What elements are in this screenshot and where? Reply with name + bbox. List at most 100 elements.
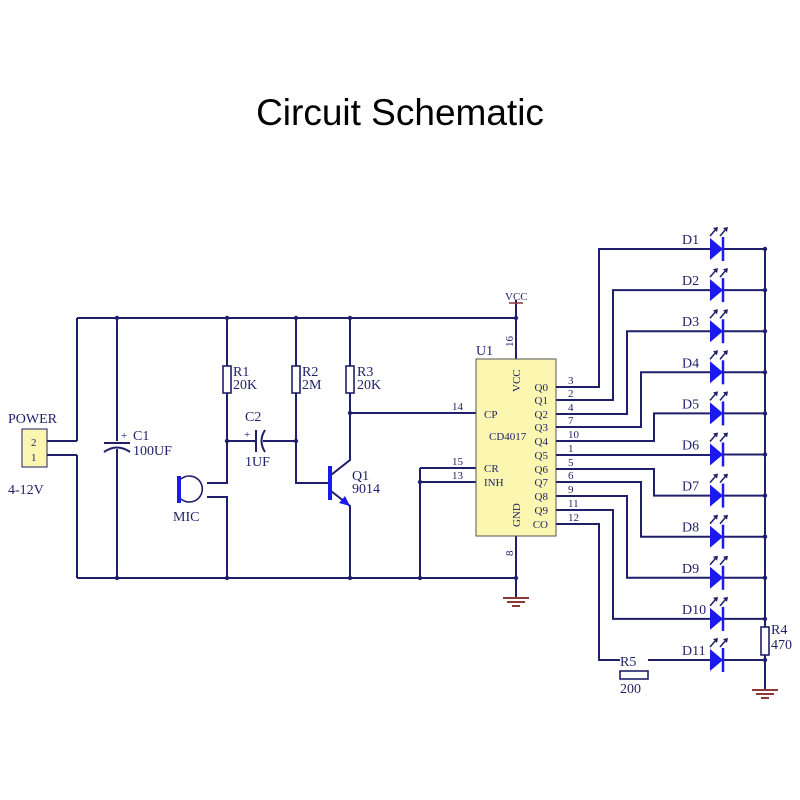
junction — [762, 287, 768, 293]
wires — [47, 249, 766, 690]
r1-ref: R1 — [233, 365, 249, 380]
led-triangle — [710, 566, 723, 589]
pin-14-number: 14 — [452, 401, 464, 413]
q1-ref: Q1 — [352, 469, 369, 484]
c1-polarity: + — [121, 430, 127, 442]
led-d7: D7 — [682, 473, 728, 508]
output-pin-label: Q2 — [535, 409, 548, 421]
output-pin-number: 2 — [568, 388, 574, 400]
led-d9: D9 — [682, 555, 728, 590]
output-pin-number: 11 — [568, 498, 579, 510]
light-arrow-icon — [719, 392, 727, 401]
light-arrow-icon — [719, 228, 727, 237]
light-arrowhead-icon — [713, 555, 718, 561]
light-arrow-icon — [709, 434, 717, 442]
output-pin-label: Q6 — [535, 464, 549, 476]
led-d6: D6 — [682, 432, 728, 467]
light-arrow-icon — [719, 516, 727, 525]
light-arrowhead-icon — [723, 268, 728, 274]
led-triangle — [710, 361, 723, 384]
cr-label: CR — [484, 463, 499, 475]
led-label: D8 — [682, 521, 699, 536]
led-label: D9 — [682, 562, 699, 577]
light-arrowhead-icon — [723, 638, 728, 643]
resistor-r2: R2 2M — [291, 365, 322, 394]
r4-value: 470 — [771, 638, 792, 653]
transistor-q1: Q1 9014 — [328, 466, 380, 506]
led-label: D2 — [682, 274, 699, 289]
junction — [762, 452, 768, 457]
led-label: D1 — [682, 233, 699, 248]
r5-value: 200 — [620, 682, 641, 697]
led-d8: D8 — [682, 514, 728, 549]
output-pin-label: Q7 — [535, 477, 549, 489]
output-pin-label: Q8 — [535, 491, 549, 503]
u1-gnd-pin-label: GND — [511, 503, 523, 527]
led-triangle — [710, 525, 723, 548]
u1-vcc-pin-label: VCC — [511, 369, 523, 392]
pin-16-number: 16 — [504, 336, 516, 348]
light-arrow-icon — [709, 310, 717, 319]
led-triangle — [710, 607, 723, 630]
junction — [762, 329, 768, 334]
output-pin-label: Q4 — [535, 436, 549, 448]
junction — [762, 657, 768, 663]
output-wire — [556, 330, 765, 415]
power-pin-2: 2 — [31, 437, 37, 449]
output-q7: Q7 6D8 — [535, 470, 768, 549]
output-wire — [556, 481, 765, 538]
u1-ref: U1 — [476, 344, 493, 359]
led-d1: D1 — [682, 227, 728, 261]
output-pin-number: 12 — [568, 512, 579, 524]
led-triangle — [710, 443, 723, 466]
junction — [762, 575, 768, 580]
output-pin-number: 6 — [568, 470, 574, 482]
led-d3: D3 — [682, 309, 728, 344]
c1-ref: C1 — [133, 429, 149, 444]
led-label: D7 — [682, 480, 699, 495]
led-triangle — [710, 649, 723, 671]
output-q0: Q0 3 D1 — [535, 227, 768, 394]
r3-ref: R3 — [357, 365, 373, 380]
led-triangle — [710, 402, 723, 425]
light-arrow-icon — [709, 475, 717, 484]
output-pin-number: 3 — [568, 375, 574, 387]
light-arrowhead-icon — [723, 350, 728, 356]
output-wire — [556, 468, 765, 497]
light-arrowhead-icon — [713, 473, 718, 479]
output-pin-label: Q0 — [535, 382, 549, 394]
led-d4: D4 — [682, 350, 728, 385]
light-arrowhead-icon — [713, 638, 718, 643]
output-wire — [556, 289, 765, 401]
output-pin-label: Q3 — [535, 422, 549, 434]
led-label: D4 — [682, 356, 699, 371]
pin-8-number: 8 — [504, 550, 516, 556]
led-d11: D11 — [682, 638, 728, 672]
led-triangle — [710, 279, 723, 302]
page-title: Circuit Schematic — [256, 92, 544, 133]
output-wire — [556, 248, 765, 388]
light-arrowhead-icon — [713, 596, 718, 602]
junction — [762, 493, 768, 498]
light-arrowhead-icon — [723, 473, 728, 479]
light-arrow-icon — [719, 598, 727, 607]
led-triangle — [710, 238, 723, 260]
inh-label: INH — [484, 477, 504, 489]
mic-label: MIC — [173, 510, 199, 525]
light-arrowhead-icon — [723, 309, 728, 315]
led-label: D6 — [682, 439, 699, 454]
pin-15-number: 15 — [452, 456, 464, 468]
ground-symbol-led — [752, 689, 778, 699]
r4-ref: R4 — [771, 623, 787, 638]
light-arrowhead-icon — [723, 555, 728, 561]
light-arrow-icon — [719, 351, 727, 360]
light-arrowhead-icon — [713, 227, 718, 232]
led-label: D11 — [682, 644, 706, 659]
light-arrowhead-icon — [713, 432, 718, 438]
light-arrow-icon — [719, 269, 727, 278]
light-arrow-icon — [709, 228, 717, 237]
